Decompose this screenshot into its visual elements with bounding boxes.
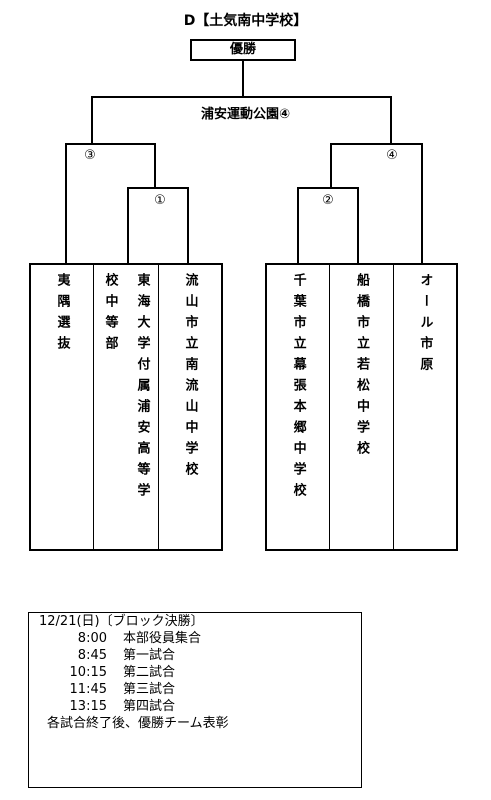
schedule-event: 第一試合 <box>123 648 176 663</box>
schedule-time: 13:15 <box>69 699 107 714</box>
match2-bracket-line <box>297 187 359 263</box>
schedule-row: 8:00 本部役員集合 <box>35 630 355 647</box>
team-cell: 校中等部 東海大学付属浦安高等学 <box>93 265 158 549</box>
champion-box: 優勝 <box>190 39 296 61</box>
match-number-3: ③ <box>84 148 96 163</box>
match-number-2: ② <box>322 193 334 208</box>
schedule-box: 12/21(日)〔ブロック決勝〕 8:00 本部役員集合 8:45 第一試合 1… <box>28 612 362 788</box>
team-name: 千葉市立幕張本郷中学校 <box>290 273 306 504</box>
schedule-row: 13:15 第四試合 <box>35 698 355 715</box>
schedule-event: 本部役員集合 <box>123 631 202 646</box>
team-name: 夷隅選抜 <box>54 273 70 357</box>
team-name: 流山市立南流山中学校 <box>182 273 198 483</box>
venue-label: 浦安運動公園④ <box>200 107 290 122</box>
schedule-time: 10:15 <box>69 665 107 680</box>
team-name: 東海大学付属浦安高等学 <box>134 273 150 504</box>
schedule-time: 11:45 <box>69 682 107 697</box>
page-title: D【土気南中学校】 <box>183 13 308 29</box>
right-team-box: 千葉市立幕張本郷中学校 船橋市立若松中学校 オール市原 <box>265 263 458 551</box>
match4-bracket-line <box>330 143 423 263</box>
schedule-event: 第四試合 <box>123 699 176 714</box>
team-name: 船橋市立若松中学校 <box>353 273 369 462</box>
match1-bracket-line <box>127 187 189 263</box>
team-cell: 夷隅選抜 <box>31 265 93 549</box>
schedule-time: 8:45 <box>77 648 107 663</box>
schedule-time: 8:00 <box>77 631 107 646</box>
schedule-row: 10:15 第二試合 <box>35 664 355 681</box>
team-cell: オール市原 <box>392 265 456 549</box>
schedule-row: 11:45 第三試合 <box>35 681 355 698</box>
final-bar-line <box>91 96 392 144</box>
match3-bracket-line <box>65 143 156 263</box>
schedule-event: 第二試合 <box>123 665 176 680</box>
schedule-row: 8:45 第一試合 <box>35 647 355 664</box>
team-cell: 船橋市立若松中学校 <box>329 265 392 549</box>
left-team-box: 夷隅選抜 校中等部 東海大学付属浦安高等学 流山市立南流山中学校 <box>29 263 223 551</box>
schedule-event: 第三試合 <box>123 682 176 697</box>
schedule-footer: 各試合終了後、優勝チーム表彰 <box>47 716 229 731</box>
team-cell: 流山市立南流山中学校 <box>158 265 221 549</box>
match-number-1: ① <box>154 193 166 208</box>
team-name: 校中等部 <box>102 273 118 357</box>
team-name: オール市原 <box>417 273 433 378</box>
team-cell: 千葉市立幕張本郷中学校 <box>267 265 329 549</box>
schedule-header: 12/21(日)〔ブロック決勝〕 <box>39 614 204 629</box>
match-number-4: ④ <box>386 148 398 163</box>
